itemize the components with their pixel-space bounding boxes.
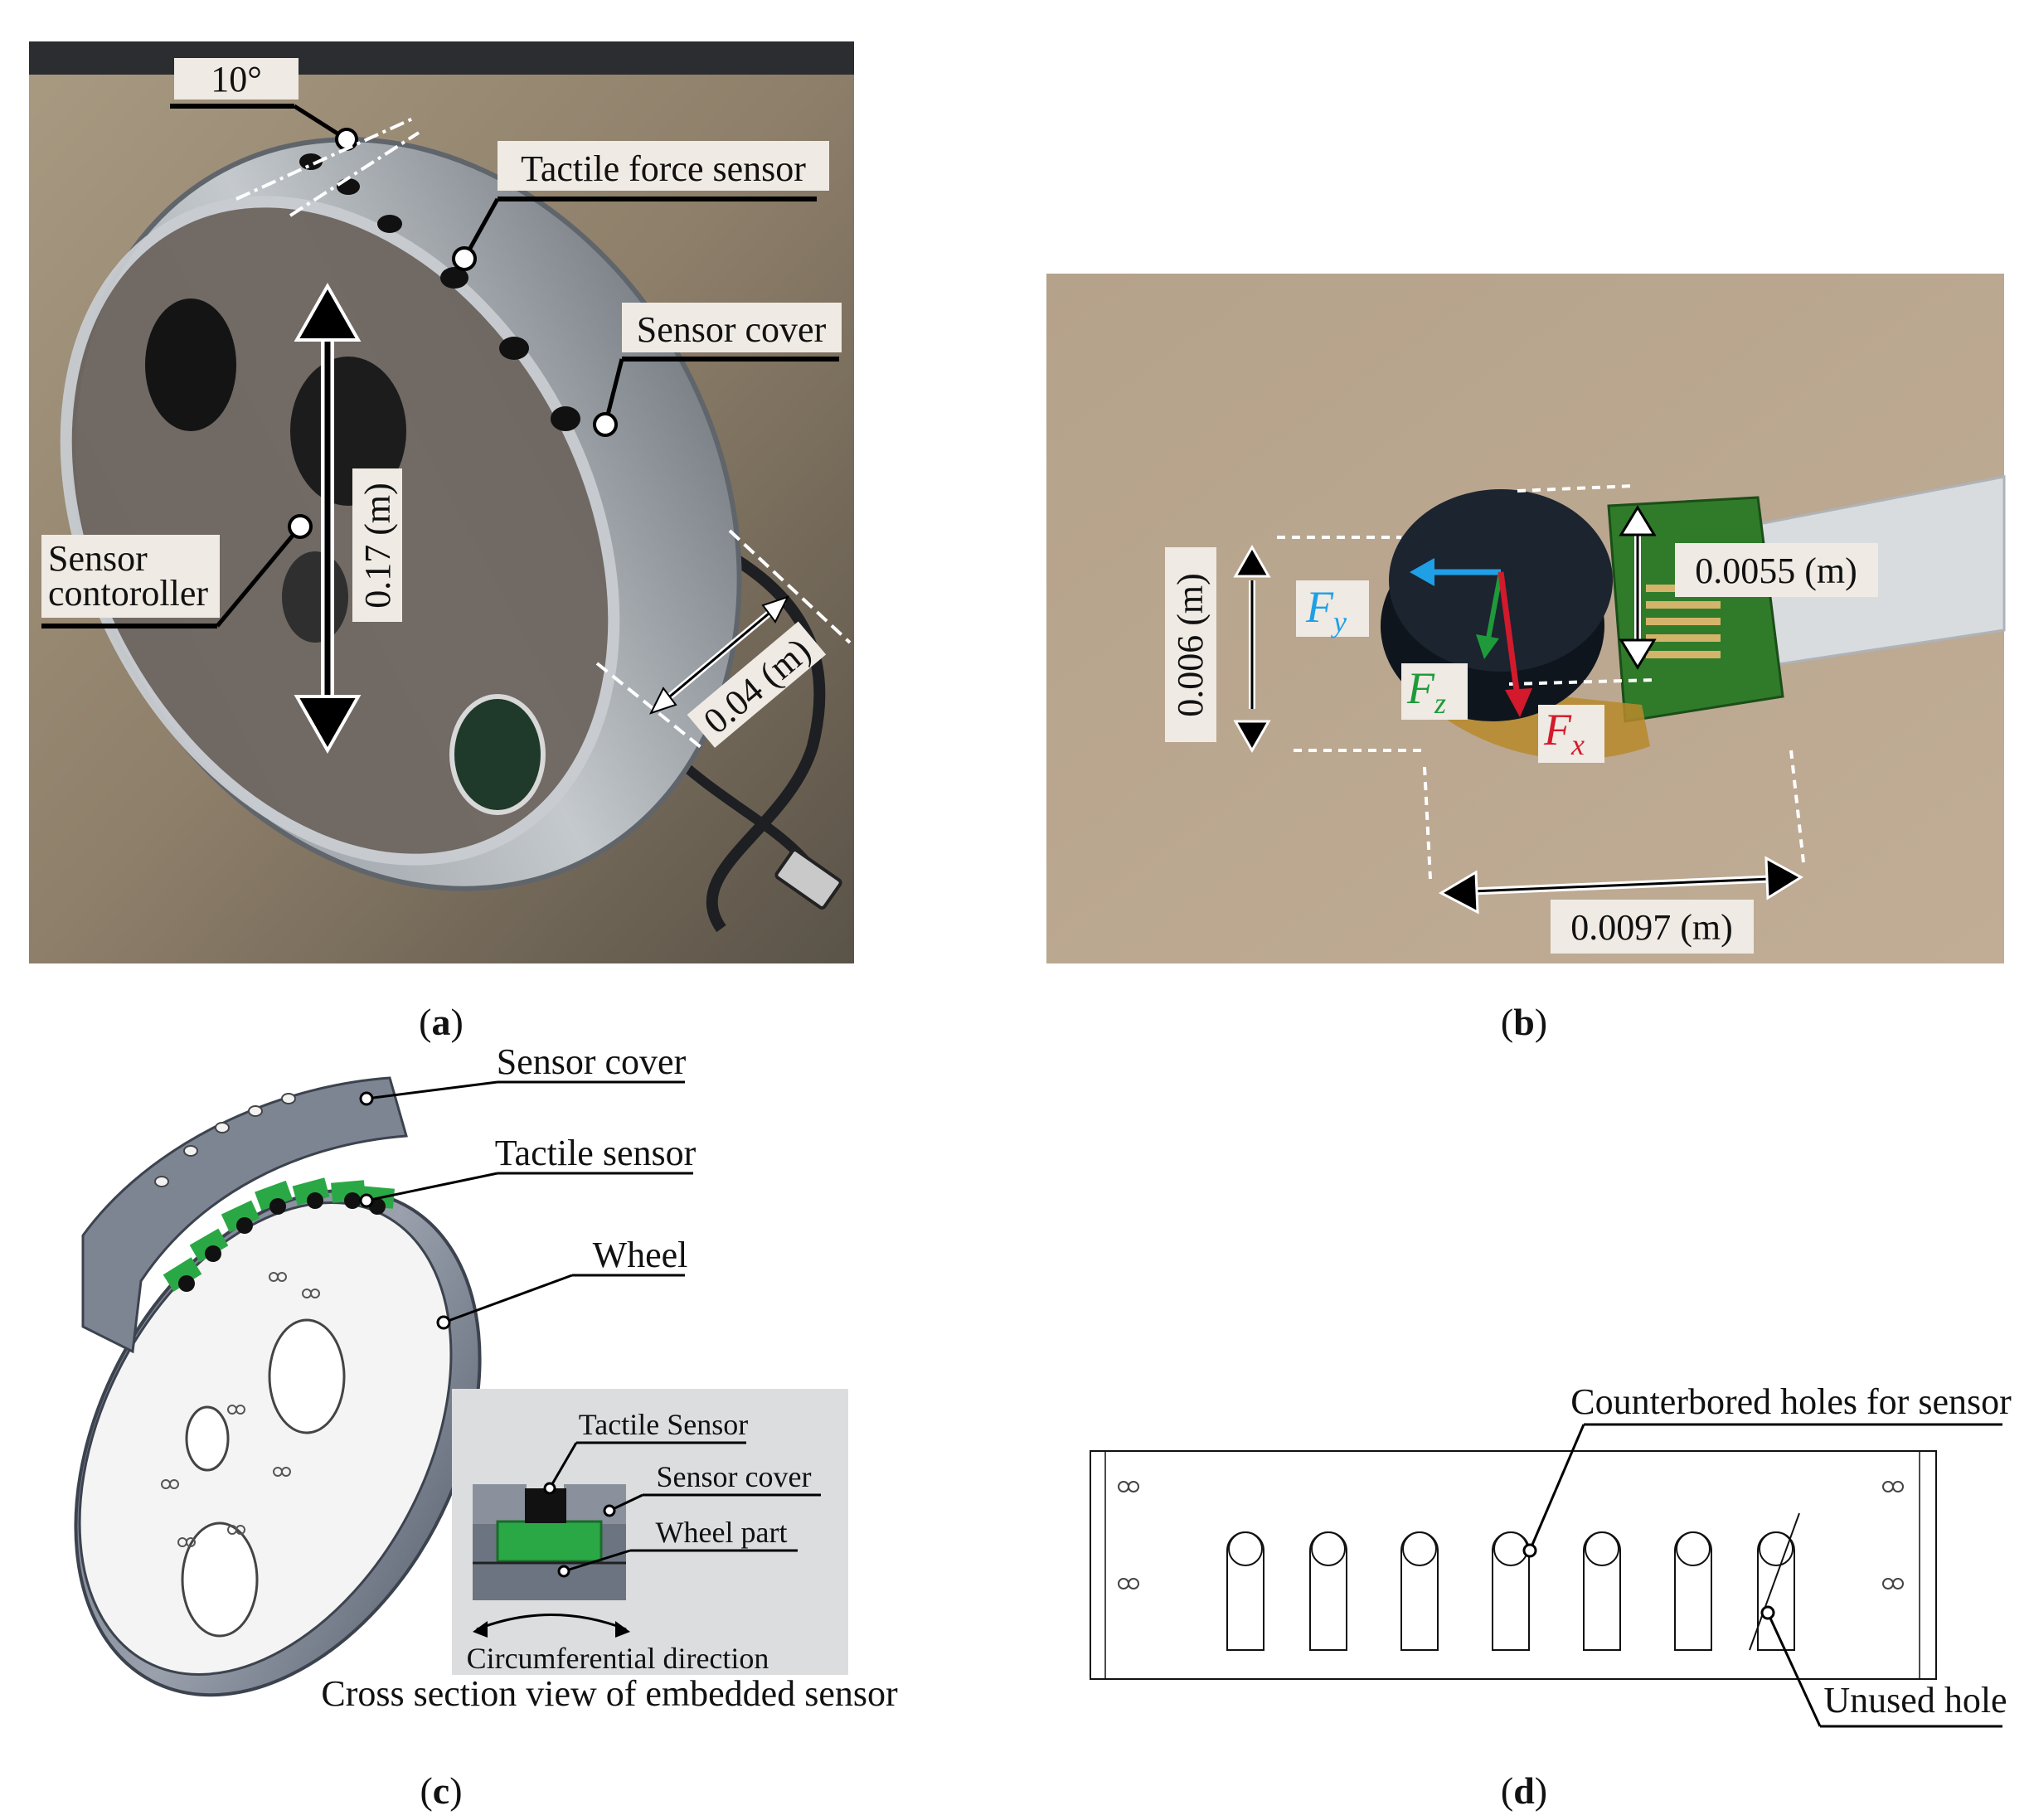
height-dimension-b: 0.006 (m): [1165, 544, 1271, 754]
angle-label-bg: [174, 58, 299, 99]
usb-plug: [774, 848, 842, 910]
fz-label-bg: [1401, 663, 1468, 720]
usb-cable: [677, 525, 826, 933]
sensor-controller-label-bg: [41, 535, 220, 618]
inset-direction-label: Circumferential direction: [467, 1642, 769, 1675]
cad-wheel-marker: [436, 1315, 451, 1330]
wheel-c-hole-2: [185, 1405, 230, 1472]
sensor-cover-label-bg: [622, 303, 842, 352]
circumferential-arrow: [476, 1614, 627, 1631]
panel-c-caption: (c): [420, 1769, 462, 1812]
sensor-height-dimension-label: 0.0055 (m): [1695, 551, 1857, 591]
corner-holes: [1118, 1481, 1904, 1589]
inset-title-label: Cross section view of embedded sensor: [321, 1673, 898, 1714]
wheel-c-hole-1: [268, 1318, 346, 1434]
inset-cover-label: Sensor cover: [657, 1460, 812, 1493]
unused-hole-strike: [1749, 1512, 1800, 1651]
panel-a: 10° Tactile force sensor Sensor cover Se…: [29, 41, 854, 1043]
wheel-hole-4: [282, 551, 348, 643]
inset-tactile-label: Tactile Sensor: [579, 1408, 748, 1441]
inset-wheel-part-label: Wheel part: [656, 1516, 788, 1549]
sensor-controller-label-line1: Sensor: [48, 538, 148, 579]
height-dimension-label: 0.17 (m): [357, 483, 398, 609]
cad-sensor-cover-marker: [359, 1091, 374, 1106]
cad-tactile-sensor-label: Tactile sensor: [495, 1133, 697, 1173]
panel-b-caption: (b): [1501, 1001, 1547, 1043]
panel-a-caption: (a): [419, 1001, 464, 1043]
length-dimension: 0.0097 (m): [1438, 856, 1803, 954]
fy-label: Fy: [1305, 582, 1347, 638]
sensor-cover-label: Sensor cover: [637, 309, 827, 350]
wheel-c-hole-3: [181, 1522, 259, 1638]
counterbored-marker: [1522, 1543, 1537, 1558]
height-dimension: 0.17 (m): [294, 282, 402, 755]
tactile-force-sensor-label-bg: [498, 141, 829, 191]
fz-arrow: [1486, 571, 1503, 639]
angle-marker: [335, 128, 358, 151]
height-dimension-b-label: 0.006 (m): [1170, 573, 1211, 717]
fx-arrow: [1497, 571, 1521, 697]
angle-line-2: [289, 131, 420, 217]
wheel-hole-1: [145, 298, 236, 431]
angle-label: 10°: [211, 59, 262, 99]
length-dimension-label: 0.0097 (m): [1570, 907, 1733, 948]
tactile-sensors-cad: [163, 1177, 395, 1292]
sensor-height-dimension: 0.0055 (m): [1619, 505, 1878, 670]
sensor-cover-marker: [593, 412, 618, 437]
laptop-edge: [29, 41, 854, 75]
panel-b: 0.006 (m) 0.0055 (m) 0.0097 (m): [1046, 274, 2006, 1043]
wheel-ring-inner: [78, 1201, 453, 1676]
sensor-controller-label-line2: contoroller: [48, 573, 208, 614]
sensor-cover-strip-holes: [154, 1093, 296, 1187]
wheel-hole-3: [449, 694, 546, 815]
sensor-cover-strip: [81, 1076, 408, 1354]
sensor-band-holes: [299, 153, 580, 431]
inset-black-sensor: [525, 1488, 566, 1523]
force-arrows: [1410, 558, 1532, 717]
wheel-c-small-holes: [161, 1272, 320, 1547]
angle-line-1: [235, 116, 415, 201]
cad-tactile-sensor-marker: [359, 1193, 374, 1208]
panel-c: Sensor cover Tactile sensor Wheel Tactil…: [74, 1041, 898, 1812]
unused-hole-label: Unused hole: [1823, 1680, 2007, 1721]
inset-green-sensor: [496, 1520, 603, 1563]
counterbored-label: Counterbored holes for sensor: [1570, 1381, 2012, 1422]
fy-label-bg: [1296, 580, 1369, 637]
sensor-controller-marker: [288, 514, 313, 539]
panel-b-guides: [1277, 484, 1805, 880]
cad-wheel-label: Wheel: [593, 1235, 688, 1275]
fx-label: Fx: [1543, 705, 1585, 761]
fx-label-bg: [1538, 705, 1604, 763]
panel-d-caption: (d): [1501, 1769, 1547, 1812]
tactile-force-sensor-marker: [452, 246, 477, 271]
cad-sensor-cover-label: Sensor cover: [497, 1041, 687, 1082]
fz-label: Fz: [1406, 663, 1446, 720]
unused-hole-marker: [1760, 1605, 1775, 1620]
counterbored-holes: [1226, 1531, 1795, 1651]
panel-d: Counterbored holes for sensor Unused hol…: [1090, 1381, 2012, 1812]
tactile-force-sensor-label: Tactile force sensor: [521, 148, 806, 189]
